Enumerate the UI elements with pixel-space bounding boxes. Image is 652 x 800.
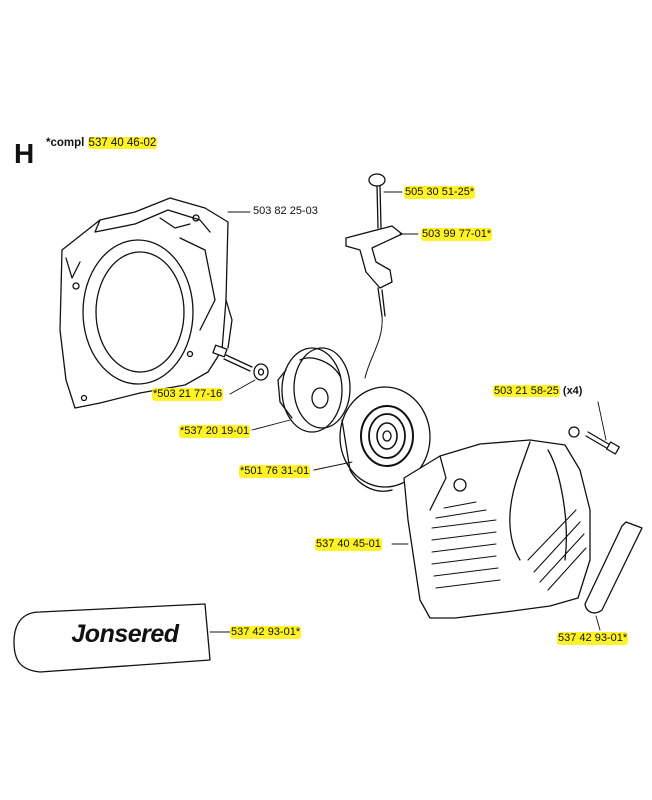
starter-handle-drawing: [345, 173, 419, 379]
label-starter-handle: 503 99 77-01*: [421, 228, 493, 241]
screw-quantity: (x4): [562, 385, 583, 397]
label-screw-washer: *503 21 77-16: [152, 388, 224, 401]
section-letter: H: [14, 138, 35, 169]
complete-assembly-label: *compl 537 40 46-02: [46, 137, 158, 149]
recoil-spring-drawing: [313, 386, 431, 492]
label-rope-knot-pin: 505 30 51-25*: [404, 186, 476, 199]
label-starter-cover: 537 40 45-01: [315, 538, 382, 551]
label-screw-x4: 503 21 58-25 (x4): [493, 385, 582, 398]
fan-housing-drawing: [59, 197, 251, 409]
decal-small-drawing: [584, 521, 643, 631]
screw-x4-drawing: [585, 401, 620, 455]
label-recoil-spring: *501 76 31-01: [239, 465, 311, 478]
label-decal-small: 537 42 93-01*: [557, 632, 629, 645]
jonsered-logo: Jonsered: [71, 620, 179, 648]
compl-prefix: *compl: [46, 137, 85, 149]
screw-part-number: 503 21 58-25: [493, 385, 560, 397]
starter-cover-drawing: [391, 426, 591, 619]
rope-pulley-drawing: [251, 347, 351, 433]
label-decal-large: 537 42 93-01*: [230, 626, 302, 639]
decal-large-drawing: [13, 603, 231, 673]
label-fan-housing: 503 82 25-03: [253, 205, 318, 217]
compl-part-number: 537 40 46-02: [87, 137, 158, 149]
label-rope-pulley: *537 20 19-01: [179, 425, 251, 438]
screw-washer-drawing: [212, 344, 269, 395]
